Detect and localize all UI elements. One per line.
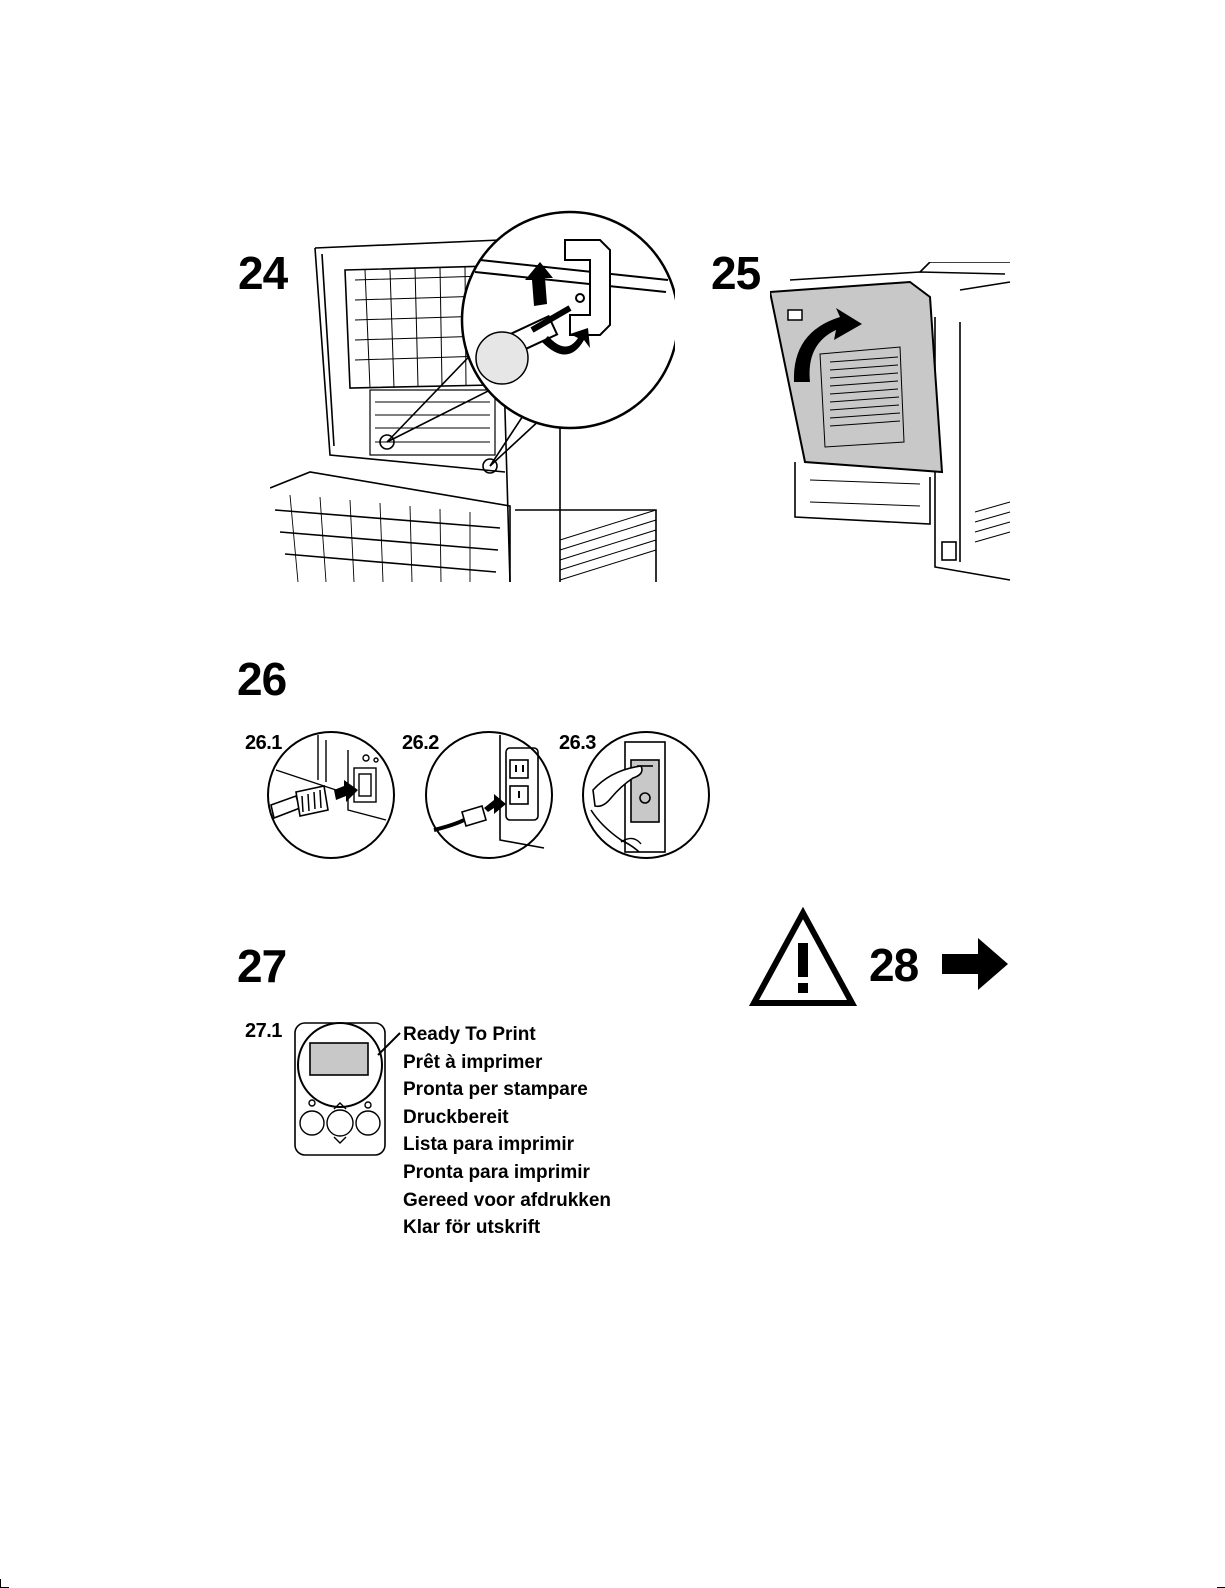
ready-status-messages: Ready To Print Prêt à imprimer Pronta pe… <box>403 1021 611 1242</box>
status-message-en: Ready To Print <box>403 1021 611 1049</box>
step-25-number: 25 <box>711 250 760 296</box>
step-27-1-label: 27.1 <box>245 1021 282 1041</box>
fuser-screw-illustration <box>270 210 675 590</box>
power-switch-on-illustration <box>581 730 711 860</box>
status-message-fr: Prêt à imprimer <box>403 1049 611 1077</box>
status-message-it: Pronta per stampare <box>403 1076 611 1104</box>
status-message-pt: Pronta para imprimir <box>403 1159 611 1187</box>
status-message-sv: Klar för utskrift <box>403 1214 611 1242</box>
plug-cord-into-printer-illustration <box>266 730 396 860</box>
status-message-de: Druckbereit <box>403 1104 611 1132</box>
close-rear-door-illustration <box>770 262 1015 582</box>
control-panel-illustration <box>290 1015 410 1160</box>
plug-cord-into-outlet-illustration <box>424 730 554 860</box>
step-27-number: 27 <box>237 943 286 989</box>
status-message-nl: Gereed voor afdrukken <box>403 1187 611 1215</box>
status-message-es: Lista para imprimir <box>403 1131 611 1159</box>
step-28-number: 28 <box>869 942 918 988</box>
warning-triangle-icon <box>748 907 858 1007</box>
right-arrow-icon <box>942 938 1010 990</box>
step-26-number: 26 <box>237 656 286 702</box>
